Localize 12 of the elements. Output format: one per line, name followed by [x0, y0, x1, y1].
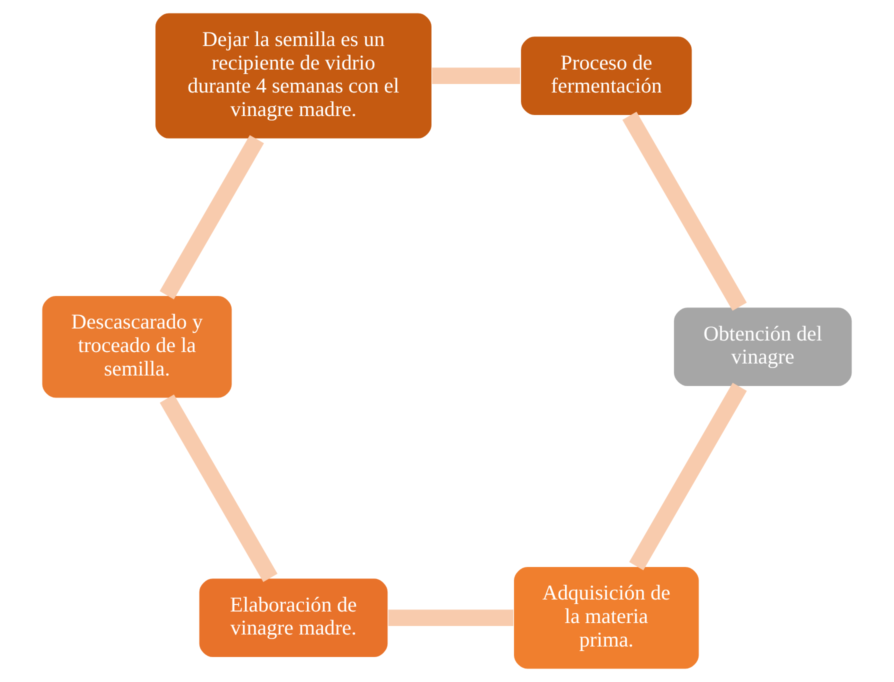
connector: [622, 112, 747, 311]
connector: [432, 68, 520, 84]
node-box: Dejar la semilla es un recipiente de vidrio durante 4 semanas con el vinagre madre.: [154, 12, 433, 140]
connector: [629, 382, 747, 570]
connector: [388, 610, 514, 626]
connector: [160, 394, 278, 582]
node-box: Proceso de fermentación: [520, 36, 693, 116]
node-box: Descascarado y troceado de la semilla.: [41, 294, 233, 399]
node-box: Obtención del vinagre: [672, 306, 853, 388]
node-box: Elaboración de vinagre madre.: [198, 578, 389, 658]
node-box: Adquisición de la materia prima.: [512, 566, 700, 670]
connector: [160, 135, 264, 300]
